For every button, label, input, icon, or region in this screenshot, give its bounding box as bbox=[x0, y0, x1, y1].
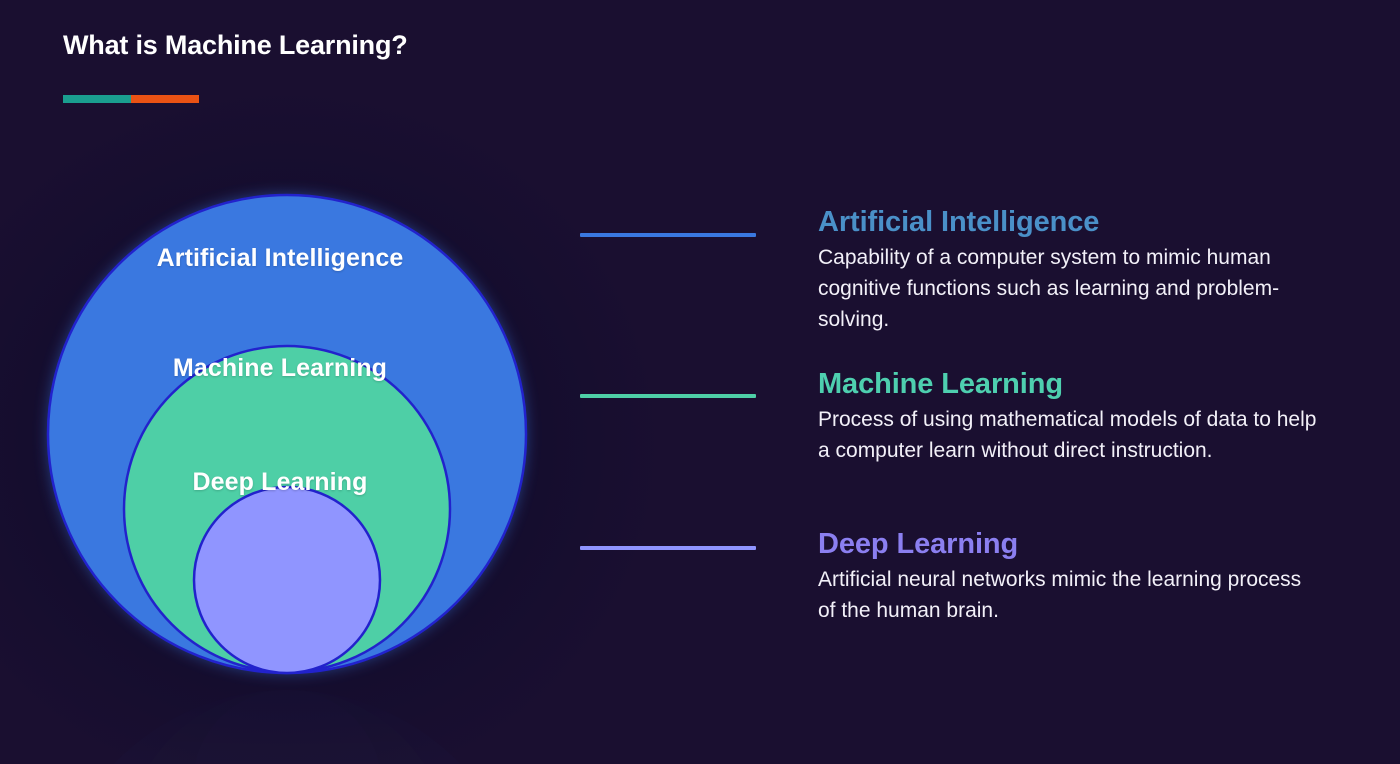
circle-deep-learning bbox=[192, 485, 382, 675]
title-accent-rule bbox=[63, 95, 199, 103]
legend-heading-artificial-intelligence: Artificial Intelligence bbox=[818, 206, 1100, 238]
legend-body-machine-learning: Process of using mathematical models of … bbox=[818, 407, 1317, 462]
accent-rule-right-segment bbox=[131, 95, 199, 103]
page-title: What is Machine Learning? bbox=[63, 30, 408, 60]
legend-heading-machine-learning: Machine Learning bbox=[818, 368, 1063, 400]
connector-line-deep-learning bbox=[580, 546, 756, 550]
legend-heading-deep-learning: Deep Learning bbox=[818, 528, 1019, 560]
legend-item-artificial-intelligence: Artificial Intelligence Capability of a … bbox=[818, 206, 1318, 335]
legend-item-deep-learning: Deep Learning Artificial neural networks… bbox=[818, 528, 1318, 626]
legend-item-machine-learning: Machine Learning Process of using mathem… bbox=[818, 368, 1318, 466]
nested-circles-diagram: Artificial Intelligence Machine Learning… bbox=[10, 160, 570, 764]
legend-body-artificial-intelligence: Capability of a computer system to mimic… bbox=[818, 245, 1280, 332]
connector-line-artificial-intelligence bbox=[580, 233, 756, 237]
connector-line-machine-learning bbox=[580, 394, 756, 398]
accent-rule-left-segment bbox=[63, 95, 131, 103]
legend-body-deep-learning: Artificial neural networks mimic the lea… bbox=[818, 567, 1302, 622]
